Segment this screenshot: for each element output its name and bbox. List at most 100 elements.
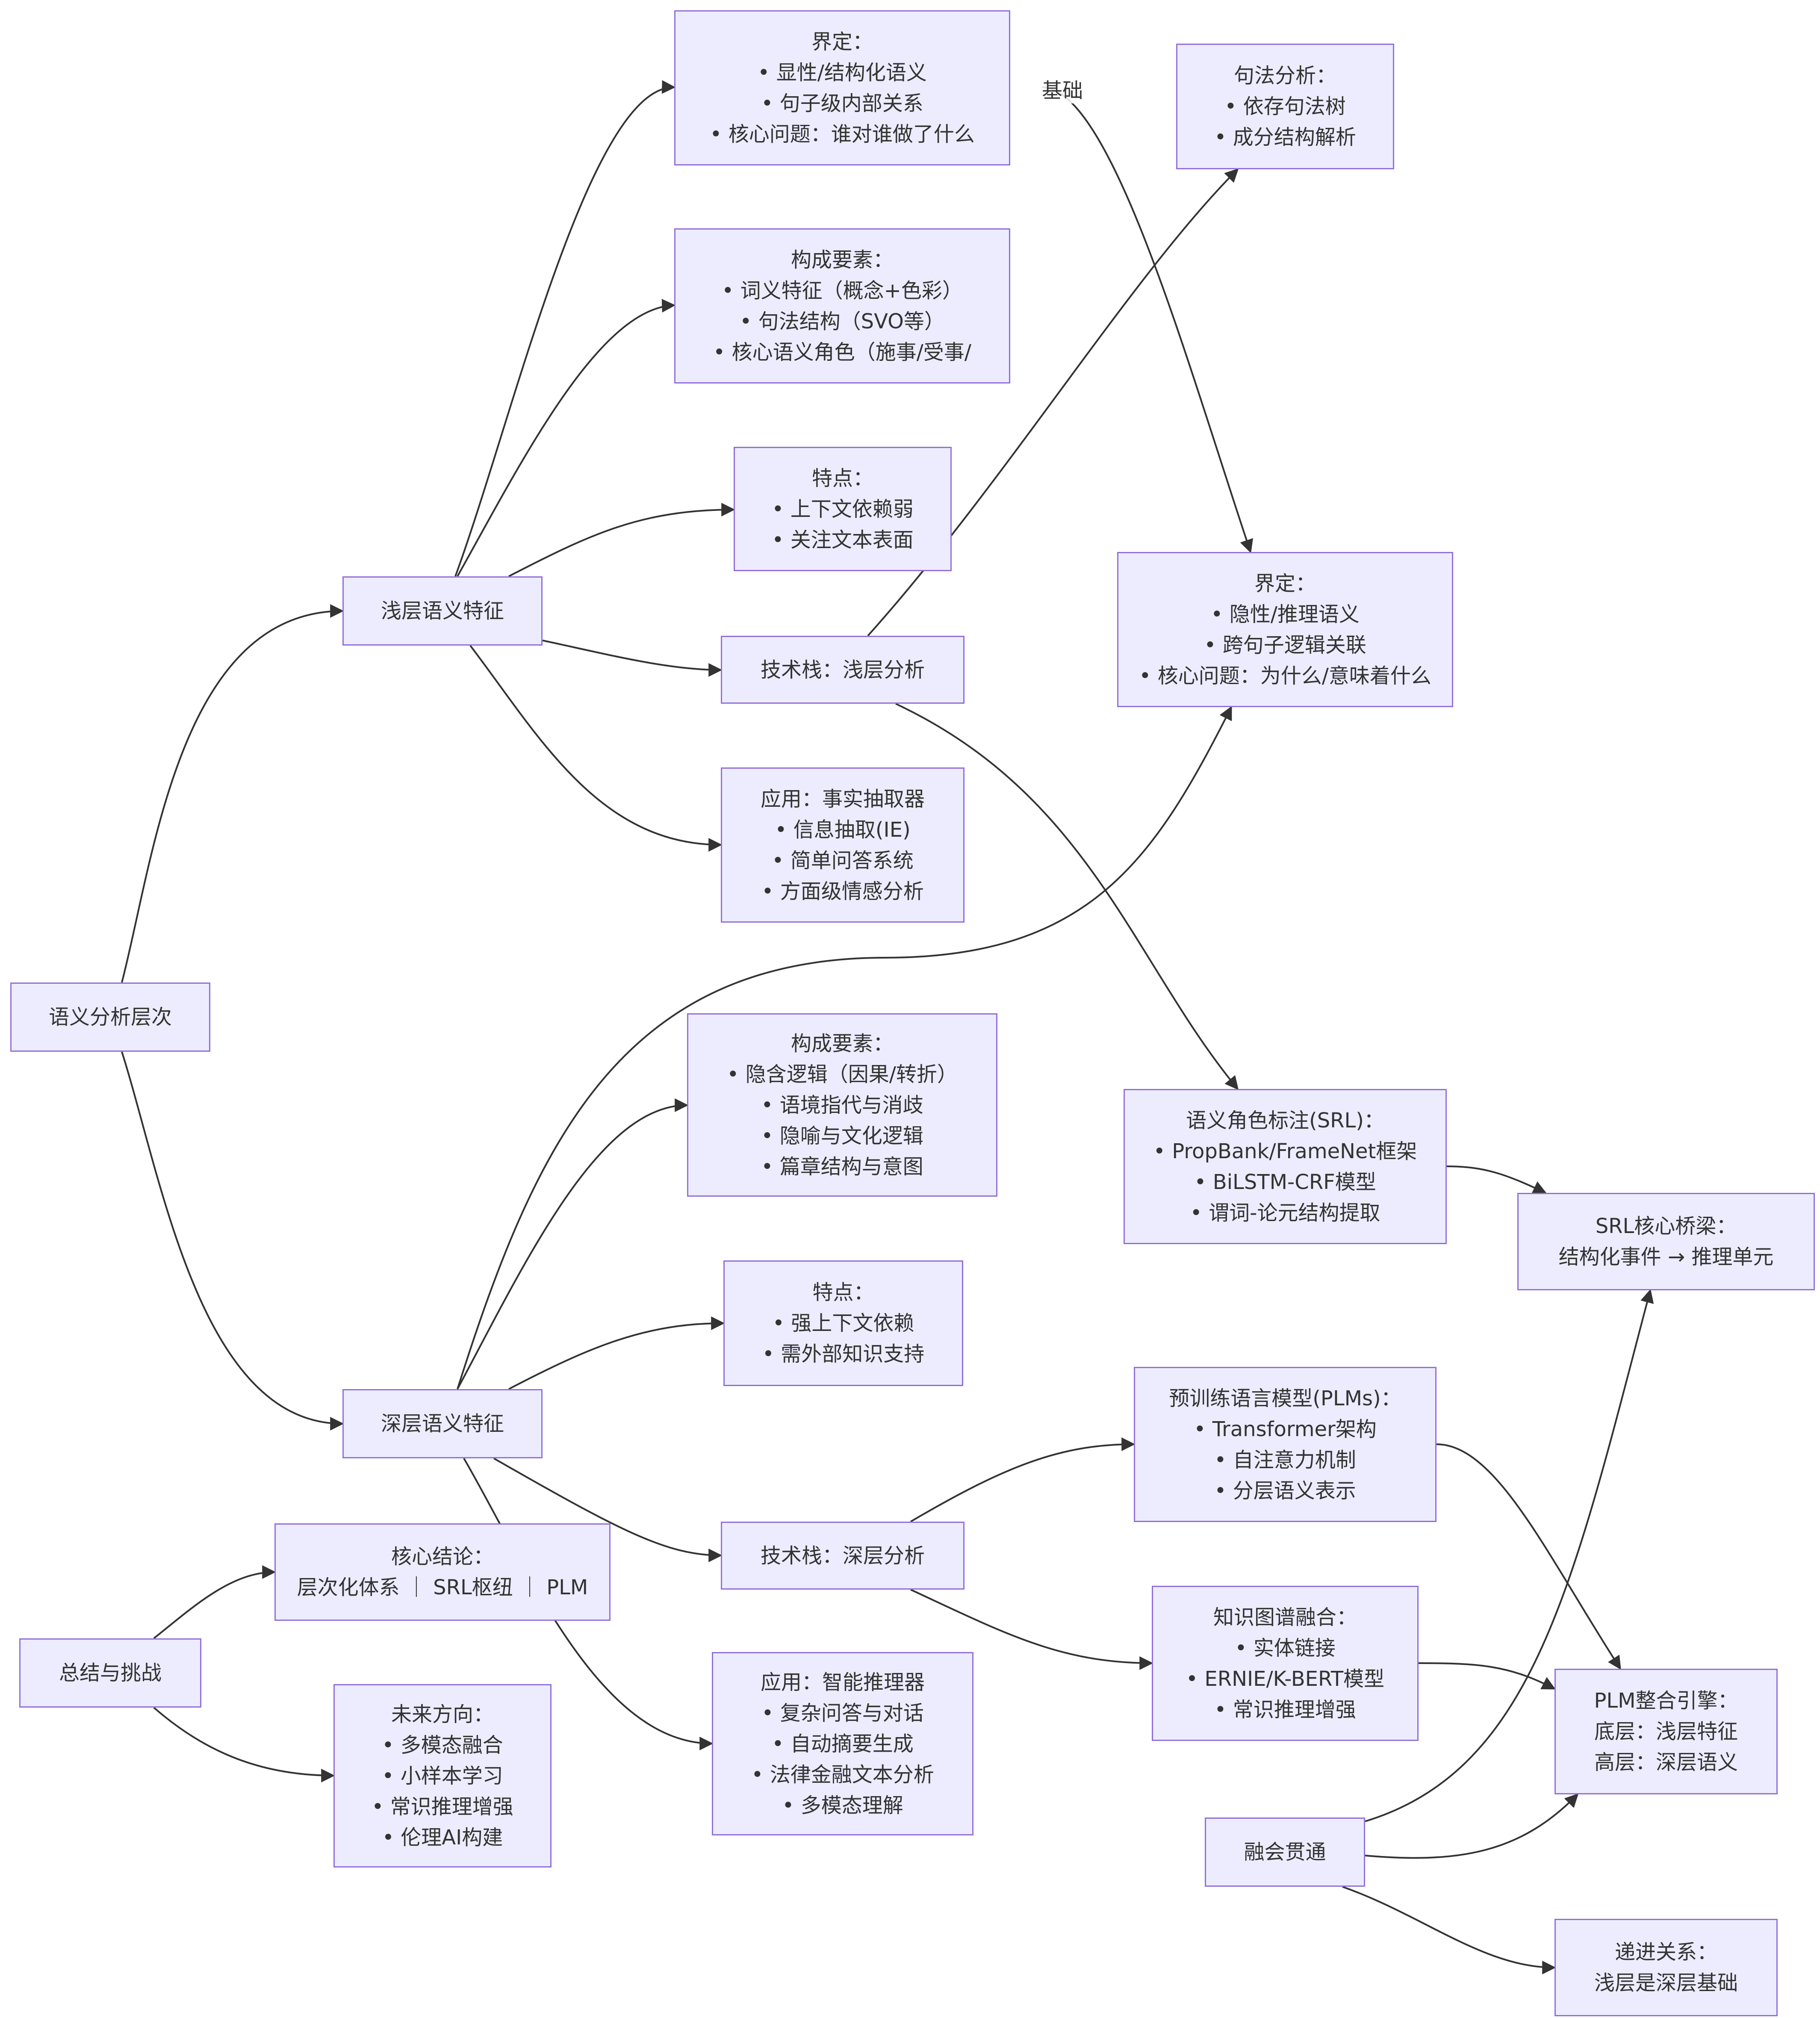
node-text-line: • BiLSTM-CRF模型 <box>1194 1170 1376 1194</box>
node-text-line: • 隐性/推理语义 <box>1211 602 1360 626</box>
node-deep-tech-stack[interactable]: 技术栈：深层分析 <box>721 1522 965 1590</box>
node-text-line: 浅层语义特征 <box>381 599 504 623</box>
node-text-line: • 小样本学习 <box>382 1764 503 1788</box>
node-text-line: • 实体链接 <box>1235 1636 1336 1660</box>
node-deep-semantics[interactable]: 深层语义特征 <box>342 1389 543 1458</box>
node-semantic-levels[interactable]: 语义分析层次 <box>10 982 210 1052</box>
node-text-line: 底层：浅层特征 <box>1594 1720 1738 1744</box>
node-deep-definition[interactable]: 界定：• 隐性/推理语义• 跨句子逻辑关联• 核心问题：为什么/意味着什么 <box>1117 552 1453 707</box>
node-text-line: • 伦理AI构建 <box>382 1825 503 1850</box>
node-text-line: 应用：事实抽取器 <box>760 787 925 811</box>
node-text-line: • 句法结构（SVO等） <box>740 309 945 333</box>
node-text-line: • 显性/结构化语义 <box>758 60 927 85</box>
node-text-line: • 信息抽取(IE) <box>775 817 911 842</box>
node-text-line: • 多模态融合 <box>382 1733 503 1757</box>
node-text-line: • 句子级内部关系 <box>761 91 923 115</box>
node-text-line: • 法律金融文本分析 <box>751 1762 934 1787</box>
node-text-line: • 隐含逻辑（因果/转折） <box>727 1062 958 1086</box>
node-text-line: • 方面级情感分析 <box>761 879 924 903</box>
edge-semantic-levels-to-shallow <box>121 604 344 983</box>
node-text-line: SRL核心桥梁： <box>1595 1214 1737 1238</box>
node-text-line: 语义分析层次 <box>48 1005 172 1029</box>
node-text-line: • 分层语义表示 <box>1214 1478 1356 1503</box>
node-text-line: • 复杂问答与对话 <box>761 1701 924 1725</box>
node-text-line: • 常识推理增强 <box>372 1794 513 1819</box>
edge-shallow-to-s-tech <box>542 640 723 677</box>
node-text-line: • 隐喻与文化逻辑 <box>761 1124 923 1148</box>
node-summary-challenges[interactable]: 总结与挑战 <box>19 1638 201 1708</box>
node-text-line: 技术栈：深层分析 <box>760 1543 925 1568</box>
node-text-line: • 多模态理解 <box>782 1793 903 1817</box>
edge-fusion-to-srl-bridge <box>1365 1289 1654 1822</box>
node-plm[interactable]: 预训练语言模型(PLMs)： • Transformer架构 • 自注意力机制 • 分… <box>1134 1367 1437 1522</box>
edge-deep-to-d-comp <box>457 1098 689 1390</box>
node-future-directions[interactable]: 未来方向：• 多模态融合• 小样本学习• 常识推理增强• 伦理AI构建 <box>333 1684 552 1868</box>
node-text-line: • Transformer架构 <box>1194 1417 1377 1441</box>
node-text-line: 浅层是深层基础 <box>1594 1971 1738 1995</box>
node-text-line: 结构化事件 → 推理单元 <box>1558 1245 1774 1269</box>
node-deep-components[interactable]: 构成要素：• 隐含逻辑（因果/转折）• 语境指代与消歧• 隐喻与文化逻辑• 篇章… <box>687 1013 997 1197</box>
node-text-line: • ERNIE/K-BERT模型 <box>1186 1667 1385 1691</box>
edge-shallow-to-s-app <box>469 645 723 852</box>
edge-shallow-to-s-feat <box>508 503 735 577</box>
node-text-line: 总结与挑战 <box>59 1661 162 1685</box>
edge-deep-to-d-app <box>463 1457 714 1750</box>
node-text-line: • 篇章结构与意图 <box>761 1154 923 1179</box>
node-text-line: • 语境指代与消歧 <box>761 1093 923 1117</box>
edge-deep-to-d-def <box>457 706 1232 1390</box>
node-shallow-tech-stack[interactable]: 技术栈：浅层分析 <box>721 636 965 704</box>
node-text-line: • 关注文本表面 <box>772 528 914 552</box>
node-shallow-components[interactable]: 构成要素：• 词义特征（概念+色彩）• 句法结构（SVO等）• 核心语义角色（施… <box>674 228 1010 384</box>
node-shallow-features[interactable]: 特点：• 上下文依赖弱• 关注文本表面 <box>734 447 952 571</box>
node-syntax-parsing[interactable]: 句法分析：• 依存句法树• 成分结构解析 <box>1176 44 1394 169</box>
node-text-line: • 常识推理增强 <box>1214 1697 1356 1722</box>
node-srl-bridge[interactable]: SRL核心桥梁： 结构化事件 → 推理单元 <box>1517 1193 1815 1290</box>
node-text-line: • 谓词-论元结构提取 <box>1190 1201 1380 1225</box>
node-text-line: • 上下文依赖弱 <box>772 497 914 521</box>
node-text-line: 深层语义特征 <box>381 1412 504 1436</box>
edge-fusion-to-progressive <box>1342 1886 1556 1974</box>
node-text-line: 层次化体系 ｜ SRL枢纽 ｜ PLM <box>297 1575 588 1599</box>
edge-shallow-to-s-def <box>454 80 676 577</box>
node-text-line: 融会贯通 <box>1244 1840 1326 1864</box>
edge-s-tech-to-srl <box>895 703 1239 1090</box>
node-shallow-definition[interactable]: 界定： • 显性/结构化语义 • 句子级内部关系 • 核心问题：谁对谁做了什么 <box>674 10 1010 165</box>
node-text-line: 界定： <box>811 30 873 54</box>
node-text-line: 递进关系： <box>1614 1940 1717 1964</box>
edge-srl-to-srl-bridge <box>1446 1165 1547 1194</box>
edge-deep-to-d-feat <box>508 1316 725 1390</box>
node-text-line: • 简单问答系统 <box>772 848 914 873</box>
node-shallow-applications[interactable]: 应用：事实抽取器 • 信息抽取(IE) • 简单问答系统 • 方面级情感分析 <box>721 767 965 923</box>
edge-label-foundation: 基础 <box>1042 74 1083 103</box>
node-text-line: • 自动摘要生成 <box>772 1732 914 1756</box>
node-text-line: • 自注意力机制 <box>1214 1448 1356 1472</box>
node-knowledge-graph[interactable]: 知识图谱融合： • 实体链接 • ERNIE/K-BERT模型 • 常识推理增强 <box>1152 1586 1419 1741</box>
node-text-line: • 成分结构解析 <box>1214 125 1356 149</box>
edge-deep-to-d-tech <box>493 1457 723 1562</box>
node-text-line: 构成要素： <box>791 248 894 272</box>
edge-semantic-levels-to-deep <box>121 1051 344 1431</box>
node-fusion[interactable]: 融会贯通 <box>1205 1817 1365 1887</box>
node-text-line: • 核心问题：谁对谁做了什么 <box>710 122 975 146</box>
node-text-line: PLM整合引擎： <box>1594 1689 1738 1713</box>
node-shallow-semantics[interactable]: 浅层语义特征 <box>342 576 543 646</box>
node-deep-features[interactable]: 特点：• 强上下文依赖• 需外部知识支持 <box>723 1260 963 1386</box>
edge-kg-to-plm-engine <box>1418 1662 1556 1690</box>
node-text-line: 语义角色标注(SRL)： <box>1186 1108 1385 1133</box>
node-text-line: 核心结论： <box>391 1545 494 1569</box>
node-plm-engine[interactable]: PLM整合引擎：底层：浅层特征高层：深层语义 <box>1555 1669 1778 1794</box>
node-srl[interactable]: 语义角色标注(SRL)： • PropBank/FrameNet框架 • BiLST… <box>1124 1089 1447 1244</box>
node-text-line: 知识图谱融合： <box>1213 1605 1357 1629</box>
edge-shallow-to-s-comp <box>457 299 676 577</box>
node-text-line: • 词义特征（概念+色彩） <box>722 278 963 303</box>
node-text-line: 预训练语言模型(PLMs)： <box>1169 1386 1401 1410</box>
node-text-line: • PropBank/FrameNet框架 <box>1153 1139 1417 1163</box>
node-deep-applications[interactable]: 应用：智能推理器• 复杂问答与对话• 自动摘要生成• 法律金融文本分析• 多模态… <box>712 1652 973 1835</box>
node-core-conclusion[interactable]: 核心结论： 层次化体系 ｜ SRL枢纽 ｜ PLM <box>274 1523 611 1621</box>
node-progressive-relation[interactable]: 递进关系： 浅层是深层基础 <box>1555 1919 1778 2016</box>
edge-s-def-to-d-def <box>1041 86 1253 554</box>
node-text-line: 特点： <box>812 1280 874 1304</box>
node-text-line: • 依存句法树 <box>1224 94 1346 118</box>
edge-summary-to-future <box>153 1707 335 1782</box>
